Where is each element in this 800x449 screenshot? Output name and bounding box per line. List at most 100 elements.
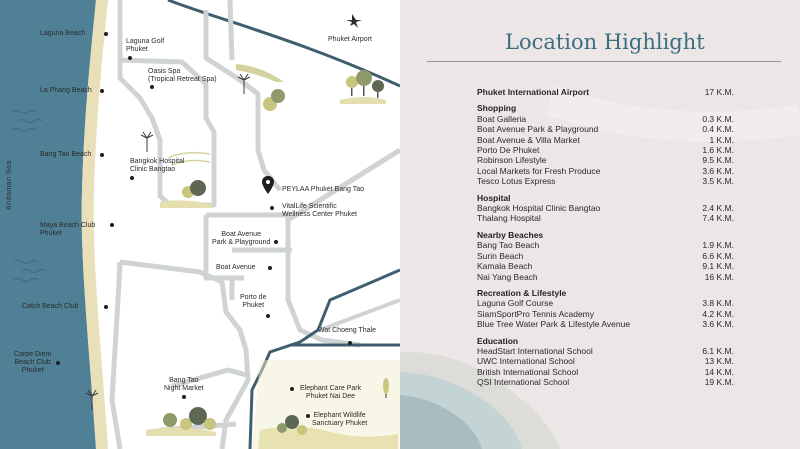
place-name: Local Markets for Fresh Produce	[477, 165, 601, 176]
place-distance: 6.6 K.M.	[702, 250, 734, 261]
map-point	[182, 395, 186, 399]
place-name: Blue Tree Water Park & Lifestyle Avenue	[477, 319, 631, 330]
map-label-boat-avenue: Boat Avenue	[216, 264, 256, 271]
map-label-oasis-spa: Oasis Spa (Tropical Retreat Spa)	[148, 68, 217, 83]
category-heading: Nearby Beaches	[477, 229, 544, 240]
place-distance: 3.6 K.M.	[702, 165, 734, 176]
place-distance: 1 K.M.	[709, 134, 734, 145]
panel-decoration	[400, 85, 800, 449]
place-name: Tesco Lotus Express	[477, 176, 556, 187]
place-name: Boat Galleria	[477, 113, 527, 124]
place-name: Bang Tao Beach	[477, 240, 540, 251]
sea-waves	[11, 110, 47, 282]
map-label-wat-choeng-thale: Wat Choeng Thale	[318, 327, 376, 334]
map-point	[290, 387, 294, 391]
place-name: Bangkok Hospital Clinic Bangtao	[477, 203, 601, 214]
map-label-elephant-wildlife: Elephant Wildlife Sanctuary Phuket	[312, 412, 368, 427]
map-label-bang-tao-beach: Bang Tao Beach	[40, 151, 92, 158]
location-highlight-panel: Location Highlight Phuket International …	[400, 0, 800, 449]
map-point	[104, 305, 108, 309]
list-item: Thalang Hospital 7.4 K.M.	[477, 213, 734, 223]
airport-row: Phuket International Airport 17 K.M.	[477, 87, 734, 97]
map-label-peylaa: PEYLAA Phuket Bang Tao	[282, 186, 364, 193]
place-name: QSI International School	[477, 377, 570, 388]
sea	[0, 0, 96, 449]
place-distance: 3.6 K.M.	[702, 319, 734, 330]
title-divider	[427, 61, 781, 62]
place-name: Nai Yang Beach	[477, 271, 538, 282]
map-label-bang-tao-night-market: Bang Tao Night Market	[164, 377, 204, 392]
place-distance: 19 K.M.	[704, 377, 734, 388]
map-point	[110, 223, 114, 227]
list-item: Kamala Beach 9.1 K.M.	[477, 261, 734, 271]
map-label-vitallife: VitalLife Scientific Wellness Center Phu…	[282, 203, 357, 218]
list-item: Local Markets for Fresh Produce 3.6 K.M.	[477, 166, 734, 176]
highlight-list: Phuket International Airport 17 K.M. Sho…	[477, 87, 734, 388]
trees	[85, 70, 389, 435]
category-heading: Recreation & Lifestyle	[477, 287, 567, 298]
map-point	[100, 153, 104, 157]
list-item: SiamSportPro Tennis Academy 4.2 K.M.	[477, 309, 734, 319]
map-point	[348, 341, 352, 345]
airplane-icon	[346, 14, 362, 28]
place-name: Robinson Lifestyle	[477, 155, 547, 166]
map-point	[128, 56, 132, 60]
list-item: Boat Avenue Park & Playground 0.4 K.M.	[477, 124, 734, 134]
place-distance: 1.9 K.M.	[702, 240, 734, 251]
place-distance: 0.4 K.M.	[702, 124, 734, 135]
map-point	[268, 266, 272, 270]
place-distance: 0.3 K.M.	[702, 113, 734, 124]
map-label-maya-beach-club: Maya Beach Club Phuket	[40, 222, 96, 237]
place-name: UWC International School	[477, 356, 575, 367]
map-label-elephant-care-park: Elephant Care Park Phuket Nai Dee	[300, 385, 362, 400]
category-heading: Hospital	[477, 192, 511, 203]
airport-distance: 17 K.M.	[704, 87, 734, 97]
place-distance: 14 K.M.	[704, 366, 734, 377]
map-point	[150, 85, 154, 89]
list-item: UWC International School 13 K.M.	[477, 356, 734, 366]
list-item: Nai Yang Beach 16 K.M.	[477, 272, 734, 282]
page-title: Location Highlight	[505, 30, 705, 54]
map-label-boat-avenue-park: Boat Avenue Park & Playground	[212, 231, 271, 246]
place-distance: 3.5 K.M.	[702, 176, 734, 187]
place-name: SiamSportPro Tennis Academy	[477, 308, 595, 319]
beach-sand	[81, 0, 108, 449]
place-distance: 6.1 K.M.	[702, 345, 734, 356]
place-distance: 16 K.M.	[704, 271, 734, 282]
place-distance: 13 K.M.	[704, 356, 734, 367]
location-pin-icon	[262, 176, 274, 194]
place-distance: 1.6 K.M.	[702, 145, 734, 156]
category-heading: Shopping	[477, 103, 517, 114]
list-item: Bang Tao Beach 1.9 K.M.	[477, 240, 734, 250]
place-distance: 4.2 K.M.	[702, 308, 734, 319]
location-map: Andaman Sea Laguna Beach La Phang Beach …	[0, 0, 400, 449]
map-label-catch-beach-club: Catch Beach Club	[22, 303, 79, 310]
list-item: Boat Galleria 0.3 K.M.	[477, 114, 734, 124]
list-item: Tesco Lotus Express 3.5 K.M.	[477, 176, 734, 186]
map-point	[270, 206, 274, 210]
place-name: Thalang Hospital	[477, 213, 541, 224]
place-name: Boat Avenue Park & Playground	[477, 124, 599, 135]
map-point	[274, 240, 278, 244]
place-distance: 9.1 K.M.	[702, 261, 734, 272]
map-label-phuket-airport: Phuket Airport	[328, 36, 372, 43]
map-label-bangkok-hospital: Bangkok Hospital Clinic Bangtao	[130, 158, 185, 173]
place-name: Surin Beach	[477, 250, 524, 261]
map-point	[130, 176, 134, 180]
map-point	[100, 89, 104, 93]
place-distance: 7.4 K.M.	[702, 213, 734, 224]
airport-name: Phuket International Airport	[477, 87, 590, 97]
map-label-la-phang-beach: La Phang Beach	[40, 87, 92, 94]
place-distance: 3.8 K.M.	[702, 298, 734, 309]
map-point	[56, 361, 60, 365]
place-name: Kamala Beach	[477, 261, 533, 272]
list-item: Blue Tree Water Park & Lifestyle Avenue 3…	[477, 319, 734, 329]
place-name: Laguna Golf Course	[477, 298, 554, 309]
category-heading: Education	[477, 335, 519, 346]
